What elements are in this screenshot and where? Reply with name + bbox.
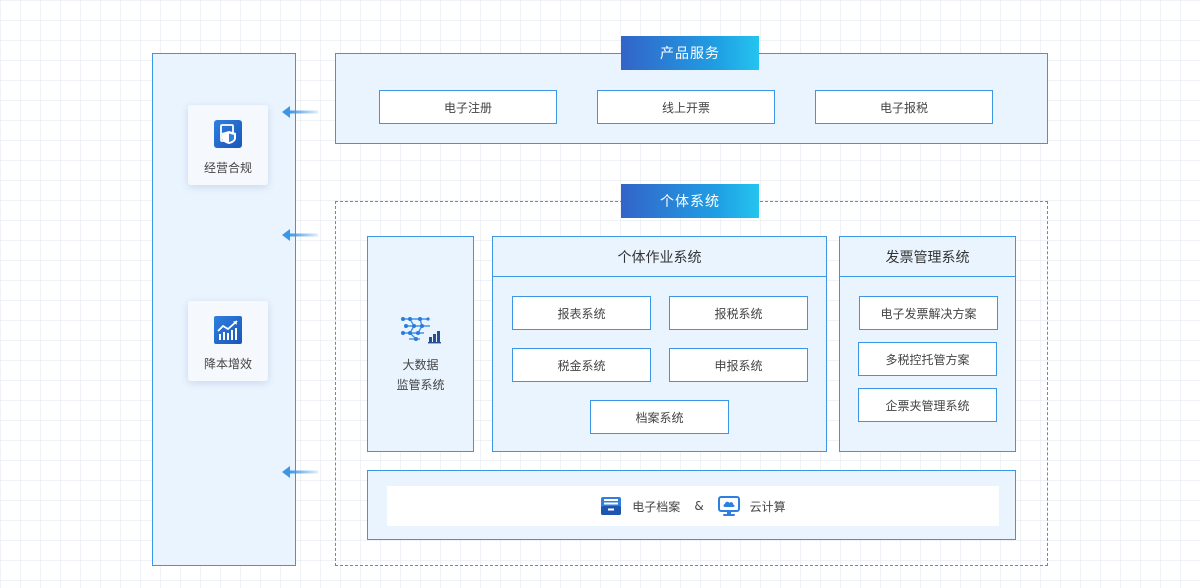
archive-label: 电子档案 <box>632 499 681 514</box>
archive-box-icon <box>601 497 622 515</box>
system-item-tax-amount[interactable]: 税金系统 <box>512 348 651 382</box>
system-item-report[interactable]: 报表系统 <box>512 296 651 330</box>
individual-system-title: 个体系统 <box>621 184 759 218</box>
bigdata-panel[interactable] <box>367 236 474 452</box>
bigdata-label-line2: 监管系统 <box>396 378 445 392</box>
system-item-declaration[interactable]: 申报系统 <box>669 348 808 382</box>
feature-label: 经营合规 <box>203 161 252 175</box>
network-chart-icon <box>401 317 441 344</box>
cloud-label: 云计算 <box>749 499 786 514</box>
feature-card-compliance: 经营合规 <box>188 105 268 185</box>
system-item-tax-filing[interactable]: 报税系统 <box>669 296 808 330</box>
invoice-item-wallet[interactable]: 企票夹管理系统 <box>858 388 997 422</box>
product-service-title: 产品服务 <box>621 36 759 70</box>
arrow-left-icon <box>282 106 318 118</box>
arrow-left-icon <box>282 229 318 241</box>
cloud-monitor-icon <box>717 496 740 516</box>
service-item-invoicing[interactable]: 线上开票 <box>597 90 775 124</box>
bigdata-label: 大数据 监管系统 <box>367 355 474 395</box>
infrastructure-strip: 电子档案 & 云计算 <box>387 486 999 526</box>
service-item-tax-filing[interactable]: 电子报税 <box>815 90 993 124</box>
bigdata-label-line1: 大数据 <box>402 358 439 372</box>
operation-system-title: 个体作业系统 <box>493 237 826 277</box>
invoice-item-tax-control[interactable]: 多税控托管方案 <box>858 342 997 376</box>
service-item-registration[interactable]: 电子注册 <box>379 90 557 124</box>
feature-label: 降本增效 <box>203 357 252 371</box>
shield-document-icon <box>214 120 242 148</box>
feature-card-efficiency: 降本增效 <box>188 301 268 381</box>
system-item-archive[interactable]: 档案系统 <box>590 400 729 434</box>
separator: & <box>694 499 704 513</box>
invoice-system-title: 发票管理系统 <box>840 237 1015 277</box>
arrow-left-icon <box>282 466 318 478</box>
invoice-item-e-invoice[interactable]: 电子发票解决方案 <box>859 296 998 330</box>
growth-chart-icon <box>214 316 242 344</box>
